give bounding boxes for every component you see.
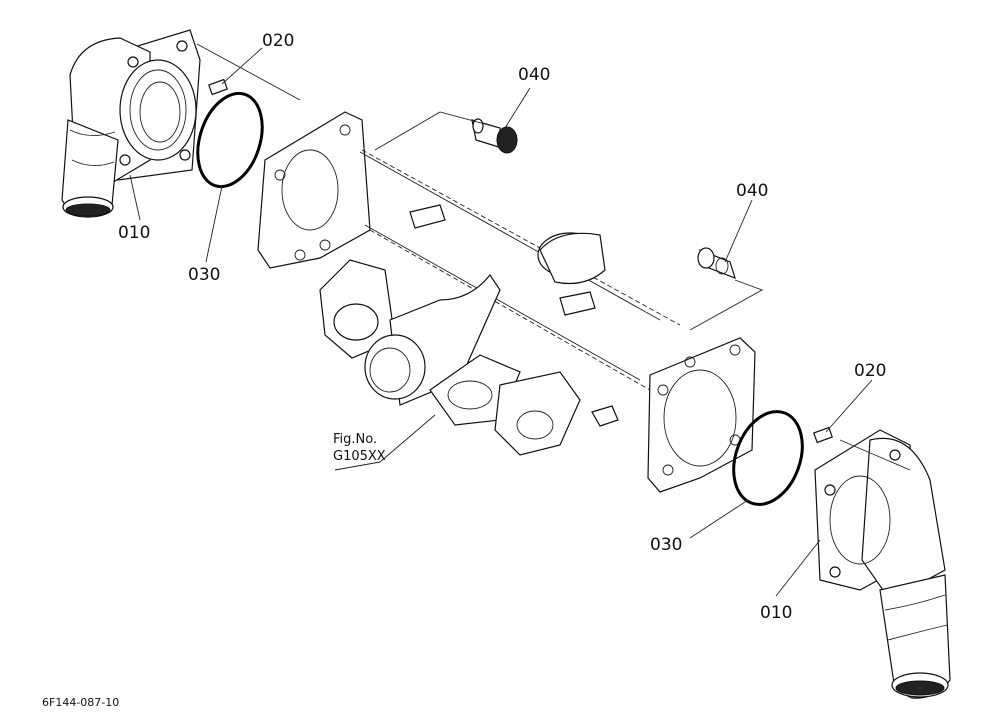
right-water-elbow (814, 429, 951, 699)
callout-040-upper: 040 (518, 65, 550, 85)
callout-020-right: 020 (854, 361, 886, 381)
callout-030-left: 030 (188, 265, 220, 285)
callout-010-right: 010 (760, 603, 792, 623)
left-o-ring (196, 91, 264, 189)
right-dowel-pin (813, 426, 833, 444)
callout-020-left: 020 (262, 31, 294, 51)
left-water-elbow (61, 29, 201, 218)
callout-030-right: 030 (650, 535, 682, 555)
upper-bolt (471, 118, 518, 154)
callout-010-left: 010 (118, 223, 150, 243)
figure-ref-number: G105XX (333, 449, 386, 464)
right-o-ring (732, 410, 804, 506)
callout-040-lower: 040 (736, 181, 768, 201)
figure-ref-label: Fig.No. (333, 432, 377, 447)
drawing-code: 6F144-087-10 (42, 696, 119, 709)
leader-lines (129, 43, 911, 597)
water-pipe-body (257, 111, 756, 493)
lower-bolt (697, 247, 736, 280)
